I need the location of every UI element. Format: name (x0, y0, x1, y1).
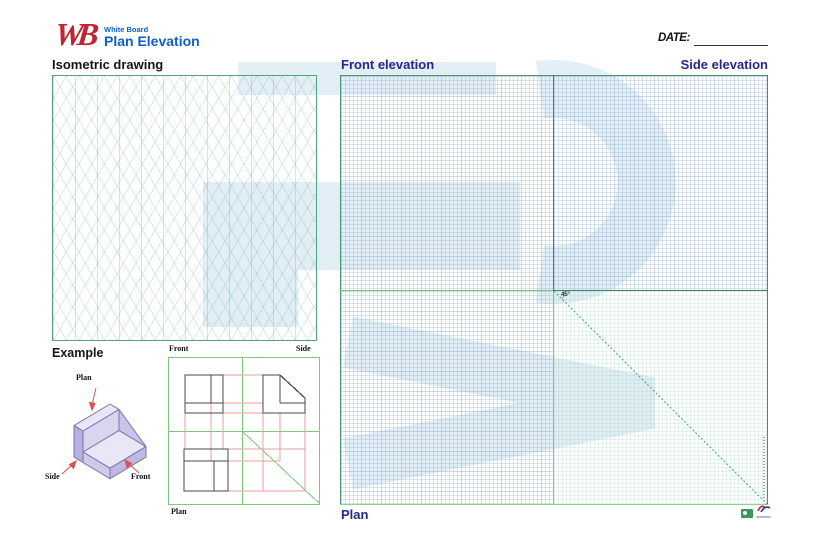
transfer-quadrant-grid[interactable] (554, 291, 767, 504)
side-elevation-grid[interactable] (554, 76, 767, 290)
horizontal-divider-right (553, 290, 768, 291)
main-border-top (340, 75, 768, 76)
logo-name: White Board (104, 25, 149, 34)
example-ortho-side-label: Side (296, 344, 311, 353)
isometric-drawing-area[interactable] (52, 75, 317, 341)
example-front-callout: Front (131, 472, 151, 481)
brand-caption-line (756, 516, 771, 518)
projection-box (340, 75, 768, 505)
logo-monogram: WB (53, 16, 95, 52)
45-degree-transfer-line (553, 290, 768, 505)
angle-45-label: 45° (561, 292, 571, 298)
example-ortho-plan-label: Plan (171, 507, 187, 516)
date-entry-line[interactable] (694, 45, 768, 46)
example-ortho-box (168, 357, 320, 505)
logo-product: Plan Elevation (104, 33, 200, 49)
plan-title: Plan (341, 507, 369, 522)
example-plan-callout: Plan (76, 373, 92, 382)
vertical-divider-bottom (553, 291, 554, 505)
brand-mark-icon (757, 505, 771, 513)
vertical-divider-top (553, 75, 554, 291)
main-border-bottom (340, 504, 768, 505)
vertical-fine-print (763, 437, 765, 499)
example-ortho-front-label: Front (169, 344, 189, 353)
eco-stamp-icon (741, 509, 753, 518)
example-side-callout: Side (45, 472, 60, 481)
horizontal-divider-left (340, 290, 554, 291)
front-elevation-grid[interactable] (341, 76, 553, 290)
example-isometric-block (61, 388, 147, 480)
isometric-section-title: Isometric drawing (52, 57, 164, 72)
example-section-title: Example (52, 346, 104, 360)
example-ortho-drawing (183, 374, 320, 504)
plan-grid[interactable] (341, 291, 553, 504)
side-elevation-title: Side elevation (680, 57, 768, 72)
date-label: DATE: (658, 32, 690, 44)
front-elevation-title: Front elevation (341, 57, 435, 72)
